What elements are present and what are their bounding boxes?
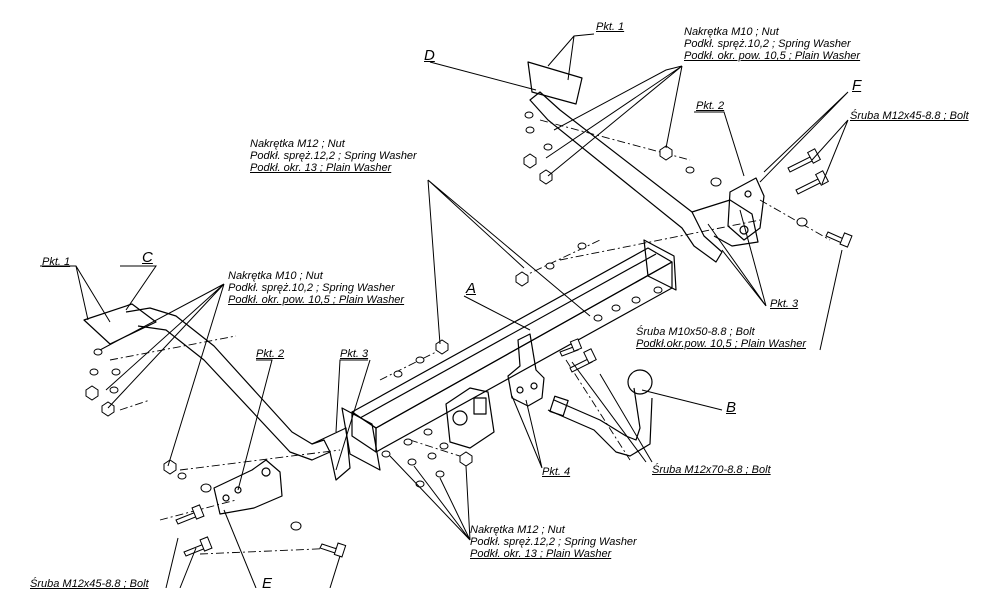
label-part-c: C	[142, 249, 153, 266]
label-nut-m12-top: Nakrętka M12 ; Nut Podkł. spręż.12,2 ; S…	[250, 138, 417, 174]
label-pkt3-left: Pkt. 3	[340, 348, 369, 360]
label-pkt1-left: Pkt. 1	[42, 256, 71, 268]
bracket-d	[527, 61, 759, 263]
bracket-c	[83, 303, 351, 481]
label-bolt-m12x45-left: Śruba M12x45-8.8 ; Bolt	[30, 578, 149, 590]
label-pkt1-top: Pkt. 1	[596, 21, 625, 33]
label-bolt-m12x45-right: Śruba M12x45-8.8 ; Bolt	[850, 110, 969, 122]
label-pkt2-right: Pkt. 2	[696, 100, 725, 112]
label-bolt-m10x50: Śruba M10x50-8.8 ; Bolt Podkł.okr.pow. 1…	[636, 326, 806, 350]
tow-ball-b	[547, 369, 653, 457]
label-pkt4: Pkt. 4	[542, 466, 571, 478]
label-part-e: E	[262, 575, 273, 592]
label-nut-m12-bottom: Nakrętka M12 ; Nut Podkł. spręż.12,2 ; S…	[470, 524, 637, 560]
label-pkt3-right: Pkt. 3	[770, 298, 799, 310]
label-nut-m10-left: Nakrętka M10 ; Nut Podkł. spręż.10,2 ; S…	[228, 270, 405, 306]
label-bolt-m12x70: Śruba M12x70-8.8 ; Bolt	[652, 464, 771, 476]
label-pkt2-left: Pkt. 2	[256, 348, 285, 360]
cross-beam-a	[341, 239, 677, 471]
label-part-b: B	[726, 399, 737, 416]
label-part-a: A	[466, 280, 477, 297]
ball-mount-bracket	[507, 333, 545, 407]
label-part-f: F	[852, 77, 862, 94]
socket-plate	[445, 387, 495, 449]
plate-e	[213, 459, 283, 515]
label-nut-m10-top: Nakrętka M10 ; Nut Podkł. spręż.10,2 ; S…	[684, 26, 861, 62]
label-part-d: D	[424, 47, 435, 64]
